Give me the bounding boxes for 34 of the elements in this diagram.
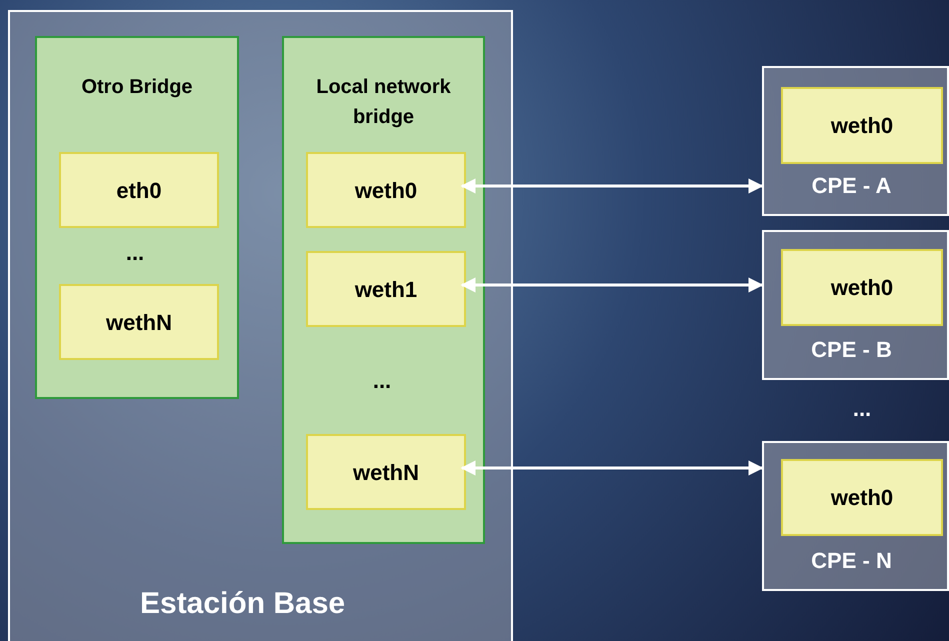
bridge-box — [35, 36, 239, 399]
interface-box — [59, 284, 219, 360]
interface-box — [306, 251, 466, 327]
double-arrow — [460, 278, 764, 292]
node-label: Estación Base — [140, 586, 346, 622]
node-label: weth0 — [830, 274, 894, 302]
interface-box — [781, 459, 943, 536]
interface-box — [306, 152, 466, 228]
cpe-box — [762, 66, 949, 216]
cpe-box — [762, 441, 949, 591]
node-label: Otro Bridge — [80, 75, 194, 100]
node-label: wethN — [106, 308, 172, 336]
node-label: weth0 — [830, 112, 894, 140]
bridge-box — [282, 36, 485, 544]
ellipsis-label: ... — [372, 367, 392, 395]
interface-box — [59, 152, 219, 228]
node-label: weth0 — [830, 484, 894, 512]
node-label: CPE - A — [812, 172, 892, 200]
node-label: CPE - B — [811, 336, 892, 364]
ellipsis-label: ... — [124, 239, 146, 267]
node-label: weth1 — [354, 276, 418, 304]
node-label: weth0 — [354, 176, 418, 204]
cpe-box — [762, 230, 949, 380]
ellipsis-label: ... — [852, 395, 872, 423]
double-arrow — [460, 460, 764, 476]
node-label: eth0 — [116, 176, 162, 204]
node-label: wethN — [353, 458, 419, 486]
node-label: CPE - N — [811, 547, 892, 575]
double-arrow — [460, 178, 764, 194]
interface-box — [306, 434, 466, 510]
interface-box — [781, 87, 943, 164]
station-panel — [8, 10, 513, 641]
interface-box — [781, 249, 943, 326]
node-label: Local network bridge — [315, 75, 452, 130]
